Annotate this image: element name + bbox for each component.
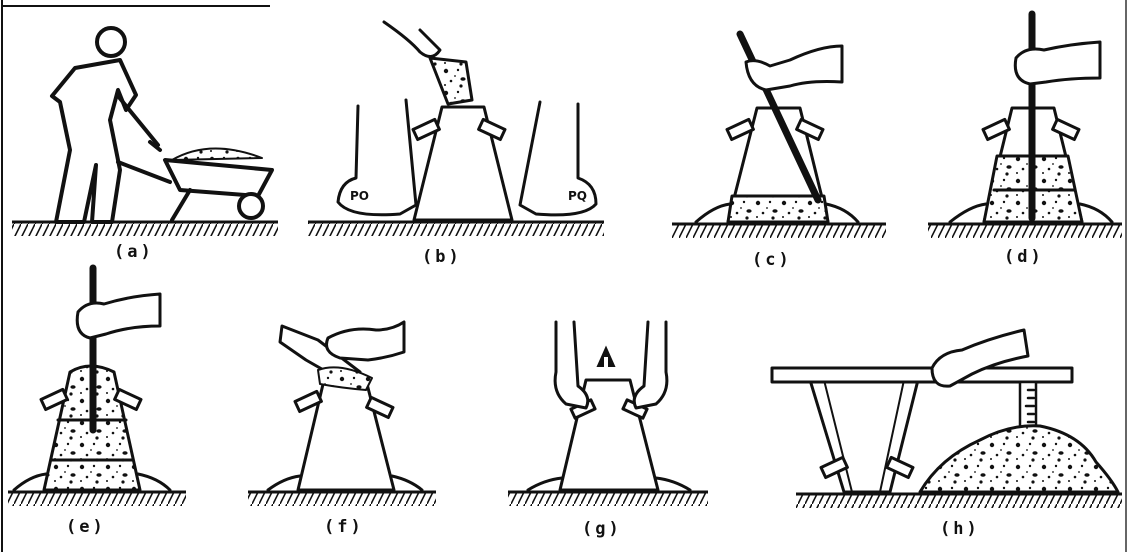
straight-edge <box>772 368 1072 382</box>
inverted-cone <box>810 380 918 492</box>
panel-c: (c) <box>672 34 886 270</box>
scoop-and-hand <box>384 22 472 104</box>
ground-b <box>308 222 604 236</box>
ground-e <box>8 492 186 506</box>
caption-g: (g) <box>582 519 622 539</box>
slump-cone <box>413 107 512 220</box>
panel-f: (f) <box>248 322 436 537</box>
caption-f: (f) <box>324 517 364 537</box>
lift-arrow <box>598 348 614 366</box>
panel-b: PO PQ (b) <box>308 22 604 267</box>
ground-g <box>508 492 708 506</box>
slumped-concrete <box>920 426 1118 492</box>
wheelbarrow <box>118 142 272 220</box>
measuring-ruler <box>1020 382 1036 430</box>
panel-a: (a) <box>12 28 278 262</box>
ground-a <box>12 222 278 236</box>
panel-h: (h) <box>772 330 1122 539</box>
panel-e: (e) <box>8 268 186 537</box>
svg-text:PQ: PQ <box>568 189 587 203</box>
worker-figure <box>52 28 158 222</box>
hand <box>746 46 842 90</box>
panel-d: (d) <box>928 14 1122 267</box>
svg-text:PO: PO <box>350 189 369 203</box>
trowel-and-hand <box>280 322 404 390</box>
ground-d <box>928 224 1122 238</box>
caption-a: (a) <box>114 242 154 262</box>
ground-f <box>248 492 436 506</box>
caption-b: (b) <box>422 247 462 267</box>
caption-c: (c) <box>752 250 792 270</box>
slump-cone <box>528 380 690 490</box>
hand <box>1015 42 1100 84</box>
slump-cone <box>696 108 858 222</box>
caption-d: (d) <box>1004 247 1044 267</box>
caption-h: (h) <box>940 519 980 539</box>
ground-c <box>672 224 886 238</box>
panel-g: (g) <box>508 322 708 539</box>
slump-cone <box>268 380 422 490</box>
caption-e: (e) <box>66 517 106 537</box>
ground-h <box>796 494 1122 508</box>
